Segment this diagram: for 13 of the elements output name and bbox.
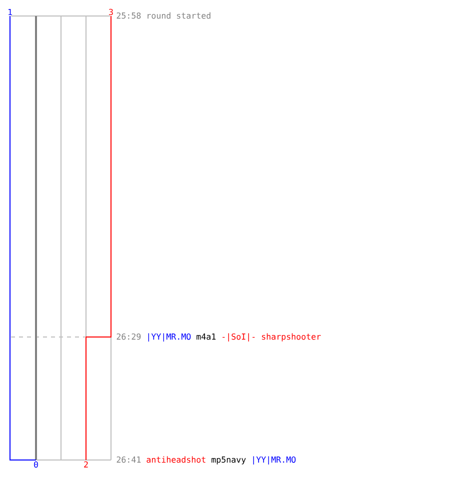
count-label: 2 [84,461,88,468]
player-name: |YY|MR.MO [253,456,296,465]
timestamp: 26:29 [116,333,141,340]
player-name: |YY|MR.MO [148,333,191,342]
count-label: 3 [109,8,113,16]
weapon-name: m4a1 [196,334,216,340]
player-name: -|SoI|- sharpshooter [222,333,321,342]
event-text: 25:58 round started [116,12,210,19]
weapon-name: mp5navy [212,456,246,464]
count-label: 1 [8,8,12,15]
player-name: antiheadshot [146,456,206,463]
count-label: 0 [34,461,38,468]
timestamp: 26:41 [116,456,141,463]
